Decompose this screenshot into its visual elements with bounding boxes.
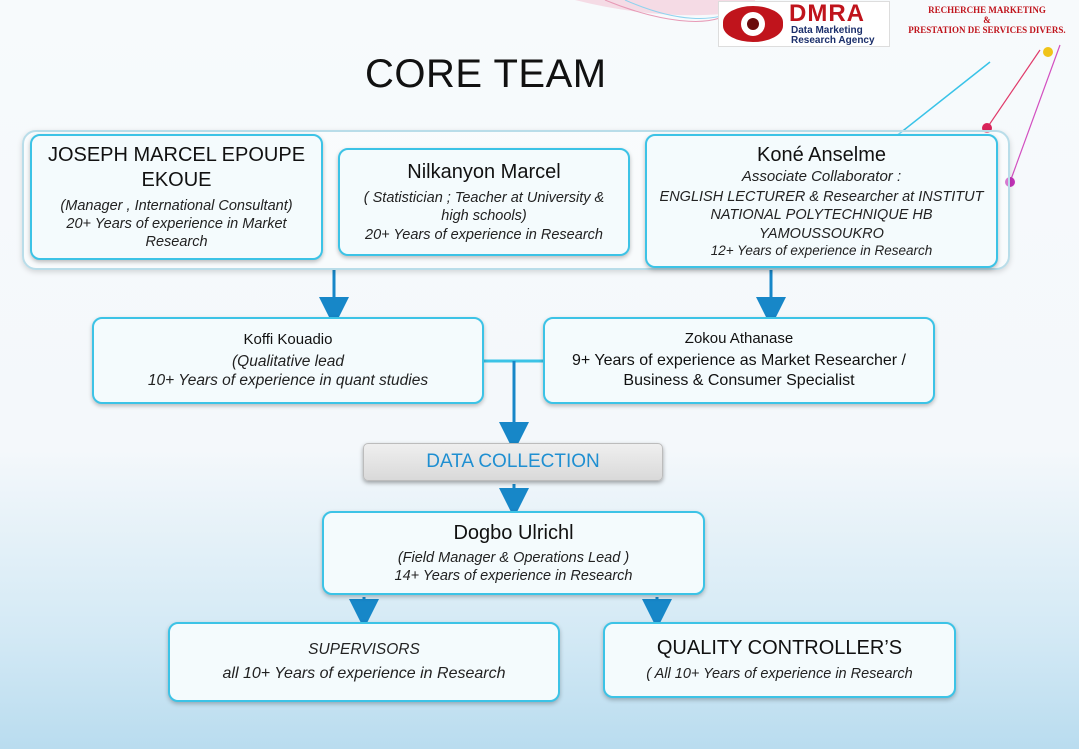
kone-exp: 12+ Years of experience in Research — [710, 242, 933, 258]
kone-role: Associate Collaborator : — [741, 167, 902, 185]
card-joseph: JOSEPH MARCEL EPOUPE EKOUE (Manager , In… — [30, 134, 323, 260]
logo-sub2: Research Agency — [791, 35, 875, 46]
kone-line-2: NATIONAL POLYTECHNIQUE HB — [710, 207, 933, 224]
joseph-role: (Manager , International Consultant) — [60, 197, 293, 214]
koffi-exp: 10+ Years of experience in quant studies — [147, 371, 429, 389]
dogbo-exp: 14+ Years of experience in Research — [394, 568, 633, 584]
page-title: CORE TEAM — [365, 52, 607, 96]
zokou-exp-2: Business & Consumer Specialist — [623, 371, 855, 389]
quality-exp: ( All 10+ Years of experience in Researc… — [646, 666, 913, 683]
dogbo-name: Dogbo Ulrichl — [453, 521, 574, 544]
decor-dot-yellow — [1043, 47, 1053, 57]
decor-line-red — [986, 49, 1041, 129]
card-zokou: Zokou Athanase 9+ Years of experience as… — [543, 317, 935, 404]
kone-name: Koné Anselme — [757, 143, 886, 166]
koffi-role: (Qualitative lead — [231, 352, 344, 370]
nilkanyon-role-2: high schools) — [441, 208, 527, 225]
card-nilkanyon: Nilkanyon Marcel ( Statistician ; Teache… — [338, 148, 630, 256]
zokou-exp-1: 9+ Years of experience as Market Researc… — [572, 351, 906, 369]
supervisors-title: SUPERVISORS — [308, 641, 420, 659]
joseph-name-2: EKOUE — [141, 168, 212, 191]
logo-tag2: & — [983, 14, 991, 25]
decor-dot-magenta — [1005, 177, 1015, 187]
nilkanyon-role-1: ( Statistician ; Teacher at University & — [363, 190, 605, 207]
logo-sub1: Data Marketing — [791, 25, 863, 36]
joseph-exp-2: Research — [145, 234, 208, 251]
kone-line-3: YAMOUSSOUKRO — [759, 225, 884, 242]
joseph-name-1: JOSEPH MARCEL EPOUPE — [47, 143, 306, 166]
data-collection-label: DATA COLLECTION — [363, 443, 663, 481]
decor-line-magenta — [1009, 44, 1061, 183]
nilkanyon-name: Nilkanyon Marcel — [407, 161, 561, 184]
joseph-exp-1: 20+ Years of experience in Market — [66, 215, 287, 232]
card-quality: QUALITY CONTROLLER’S ( All 10+ Years of … — [603, 622, 956, 698]
logo-tagline: RECHERCHE MARKETING & PRESTATION DE SERV… — [895, 5, 1079, 36]
koffi-name: Koffi Kouadio — [243, 330, 333, 348]
card-kone: Koné Anselme Associate Collaborator : EN… — [645, 134, 998, 268]
kone-line-1: ENGLISH LECTURER & Researcher at INSTITU… — [659, 189, 984, 206]
nilkanyon-exp: 20+ Years of experience in Research — [365, 226, 603, 243]
zokou-name: Zokou Athanase — [684, 330, 794, 348]
logo-tag1: RECHERCHE MARKETING — [928, 5, 1046, 15]
logo-tag3: PRESTATION DE SERVICES DIVERS. — [908, 24, 1066, 35]
supervisors-exp: all 10+ Years of experience in Research — [222, 664, 506, 682]
dogbo-role: (Field Manager & Operations Lead ) — [397, 549, 630, 566]
card-dogbo: Dogbo Ulrichl (Field Manager & Operation… — [322, 511, 705, 595]
logo-brand: DMRA — [789, 0, 865, 27]
header-logo-area: DMRA Data Marketing Research Agency RECH… — [575, 0, 1079, 48]
quality-title: QUALITY CONTROLLER’S — [656, 637, 903, 660]
card-supervisors: SUPERVISORS all 10+ Years of experience … — [168, 622, 560, 702]
card-koffi: Koffi Kouadio (Qualitative lead 10+ Year… — [92, 317, 484, 404]
eye-icon — [723, 6, 783, 42]
dmra-logo: DMRA Data Marketing Research Agency — [718, 0, 890, 47]
